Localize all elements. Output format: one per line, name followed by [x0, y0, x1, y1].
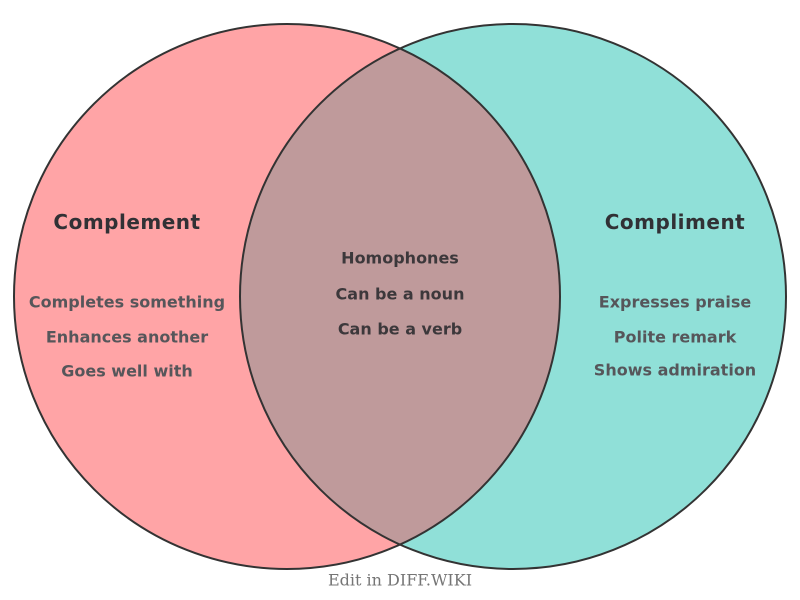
overlap-item: Can be a noun [335, 284, 465, 304]
right-set-item: Polite remark [613, 327, 737, 347]
footer-edit-link[interactable]: Edit in DIFF.WIKI [327, 570, 473, 590]
right-set-title: Compliment [604, 210, 746, 234]
left-circle-outline [13, 23, 561, 570]
right-circle-outline [239, 23, 787, 570]
left-set-title: Complement [53, 210, 201, 234]
right-set-item: Shows admiration [593, 360, 757, 380]
overlap-item: Can be a verb [337, 319, 463, 339]
left-set-item: Completes something [28, 292, 226, 312]
overlap-region [240, 48, 560, 545]
overlap-item: Homophones [341, 248, 459, 268]
left-set-item: Enhances another [45, 327, 209, 347]
right-set-item: Expresses praise [598, 292, 752, 312]
left-set-item: Goes well with [61, 361, 193, 381]
